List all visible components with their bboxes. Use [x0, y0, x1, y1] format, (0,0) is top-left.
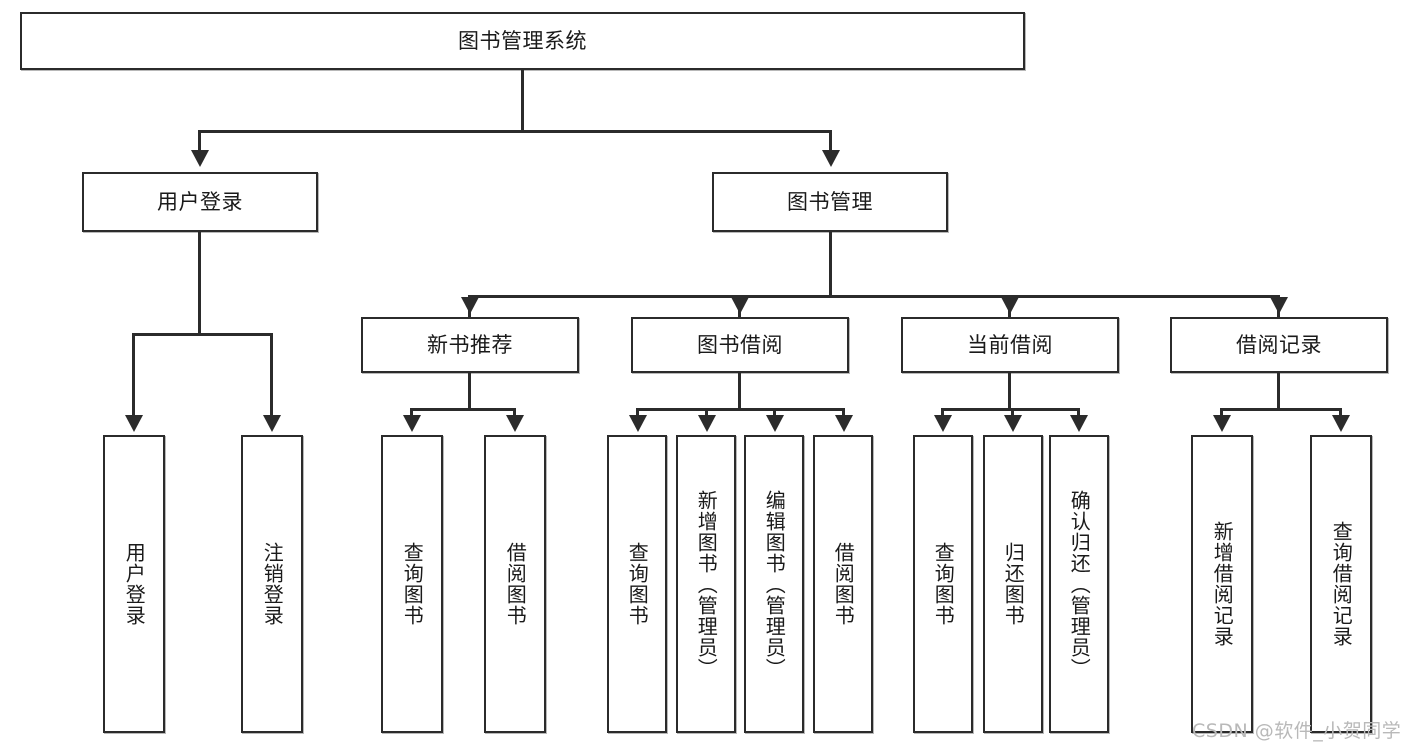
node-label: 借阅图书	[831, 542, 856, 626]
node-label: 确认归还（管理员）	[1067, 489, 1092, 679]
leaf-logout-login[interactable]: 注销登录	[241, 435, 303, 733]
arrowhead-to-current-borrow	[1001, 297, 1019, 314]
arrowhead-leaf-query-book-2	[629, 415, 647, 432]
connector-current-borrow-bar	[941, 408, 1080, 411]
arrowhead-to-book-borrow	[731, 297, 749, 314]
leaf-edit-book[interactable]: 编辑图书（管理员）	[744, 435, 804, 733]
node-label: 查询图书	[400, 542, 425, 626]
node-label: 图书管理系统	[458, 28, 587, 53]
node-book-borrow[interactable]: 图书借阅	[631, 317, 849, 373]
arrowhead-to-new-book-recommend	[461, 297, 479, 314]
connector-bb-child-1	[636, 408, 639, 418]
leaf-add-book[interactable]: 新增图书（管理员）	[676, 435, 736, 733]
leaf-borrow-book-1[interactable]: 借阅图书	[484, 435, 546, 733]
connector-user-login-bar	[132, 333, 270, 336]
arrowhead-leaf-add-record	[1213, 415, 1231, 432]
node-label: 归还图书	[1001, 542, 1026, 626]
connector-new-book-recommend-bar	[410, 408, 516, 411]
connector-current-borrow-stem	[1008, 373, 1011, 411]
arrowhead-leaf-confirm-return	[1070, 415, 1088, 432]
connector-to-book-management	[829, 130, 832, 152]
node-borrow-record[interactable]: 借阅记录	[1170, 317, 1388, 373]
leaf-add-record[interactable]: 新增借阅记录	[1191, 435, 1253, 733]
leaf-query-book-1[interactable]: 查询图书	[381, 435, 443, 733]
arrowhead-to-borrow-record	[1270, 297, 1288, 314]
connector-root-stem	[521, 70, 524, 132]
arrowhead-leaf-query-record	[1332, 415, 1350, 432]
connector-borrow-record-stem	[1277, 373, 1280, 411]
node-current-borrow[interactable]: 当前借阅	[901, 317, 1119, 373]
node-label: 新增图书（管理员）	[694, 489, 719, 679]
connector-user-login-child-1	[132, 333, 135, 418]
connector-to-user-login	[198, 130, 201, 152]
arrowhead-to-book-management	[822, 150, 840, 167]
node-label: 用户登录	[122, 542, 147, 626]
connector-new-book-recommend-stem	[468, 373, 471, 411]
node-label: 编辑图书（管理员）	[762, 489, 787, 679]
connector-cb-child-3	[1077, 408, 1080, 418]
leaf-confirm-return[interactable]: 确认归还（管理员）	[1049, 435, 1109, 733]
arrowhead-leaf-add-book	[698, 415, 716, 432]
node-label: 当前借阅	[967, 332, 1053, 357]
connector-cb-child-2	[1011, 408, 1014, 418]
leaf-return-book[interactable]: 归还图书	[983, 435, 1043, 733]
connector-book-borrow-stem	[738, 373, 741, 411]
node-label: 借阅记录	[1236, 332, 1322, 357]
arrowhead-leaf-borrow-book-1	[506, 415, 524, 432]
node-label: 图书管理	[787, 189, 873, 214]
node-root-system[interactable]: 图书管理系统	[20, 12, 1025, 70]
node-book-management[interactable]: 图书管理	[712, 172, 948, 232]
leaf-user-login[interactable]: 用户登录	[103, 435, 165, 733]
leaf-borrow-book-2[interactable]: 借阅图书	[813, 435, 873, 733]
node-new-book-recommend[interactable]: 新书推荐	[361, 317, 579, 373]
connector-nbr-child-2	[513, 408, 516, 418]
node-label: 查询图书	[625, 542, 650, 626]
connector-bb-child-3	[773, 408, 776, 418]
connector-bb-child-4	[842, 408, 845, 418]
arrowhead-leaf-user-login	[125, 415, 143, 432]
connector-br-child-1	[1220, 408, 1223, 418]
arrowhead-leaf-logout-login	[263, 415, 281, 432]
connector-bb-child-2	[705, 408, 708, 418]
node-label: 借阅图书	[503, 542, 528, 626]
node-label: 注销登录	[260, 542, 285, 626]
connector-book-borrow-bar	[636, 408, 845, 411]
csdn-watermark: CSDN @软件_小贺同学	[1192, 720, 1402, 742]
connector-nbr-child-1	[410, 408, 413, 418]
connector-br-child-2	[1339, 408, 1342, 418]
arrowhead-leaf-query-book-1	[403, 415, 421, 432]
connector-cb-child-1	[941, 408, 944, 418]
arrowhead-leaf-borrow-book-2	[835, 415, 853, 432]
node-user-login[interactable]: 用户登录	[82, 172, 318, 232]
connector-book-management-stem	[829, 232, 832, 298]
connector-book-management-bar	[468, 295, 1280, 298]
connector-user-login-child-2	[270, 333, 273, 418]
node-label: 用户登录	[157, 189, 243, 214]
node-label: 查询图书	[931, 542, 956, 626]
arrowhead-leaf-edit-book	[766, 415, 784, 432]
arrowhead-leaf-query-book-3	[934, 415, 952, 432]
connector-root-bar	[198, 130, 832, 133]
connector-borrow-record-bar	[1220, 408, 1342, 411]
leaf-query-book-2[interactable]: 查询图书	[607, 435, 667, 733]
arrowhead-leaf-return-book	[1004, 415, 1022, 432]
leaf-query-record[interactable]: 查询借阅记录	[1310, 435, 1372, 733]
connector-user-login-stem	[198, 232, 201, 336]
arrowhead-to-user-login	[191, 150, 209, 167]
node-label: 新增借阅记录	[1210, 521, 1235, 647]
leaf-query-book-3[interactable]: 查询图书	[913, 435, 973, 733]
node-label: 新书推荐	[427, 332, 513, 357]
node-label: 查询借阅记录	[1329, 521, 1354, 647]
node-label: 图书借阅	[697, 332, 783, 357]
